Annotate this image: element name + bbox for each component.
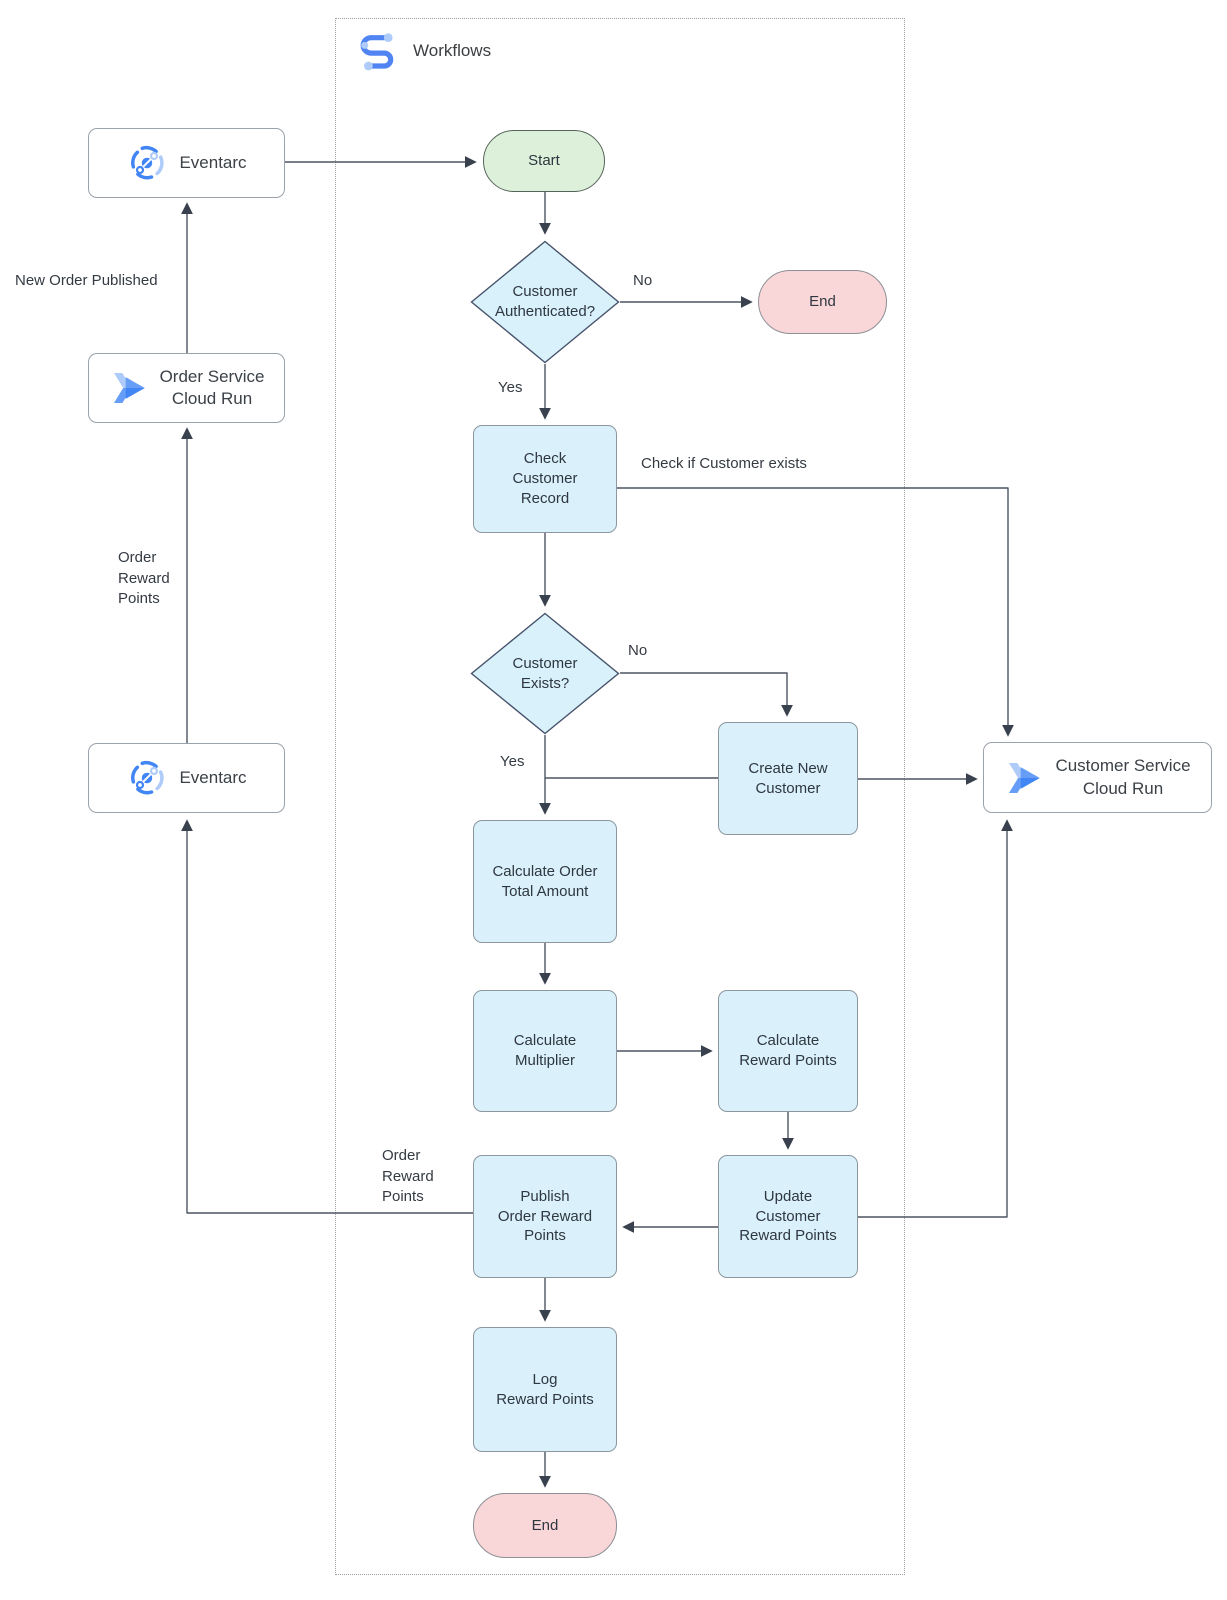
edge-label-exists-no: No	[628, 642, 648, 659]
node-calculate-order-total[interactable]: Calculate Order Total Amount	[473, 820, 617, 943]
node-label: Calculate Order Total Amount	[492, 862, 598, 900]
node-end-top[interactable]: End	[758, 270, 887, 334]
node-label: Customer Authenticated?	[494, 283, 596, 320]
diamond-shape	[470, 240, 620, 364]
workflows-header: Workflows	[353, 26, 491, 76]
node-label: End	[531, 1516, 559, 1534]
node-customer-authenticated[interactable]: Customer Authenticated?	[470, 240, 620, 364]
workflows-icon	[353, 26, 403, 76]
edge-label-order-reward-points-left: Order Reward Points	[118, 549, 170, 608]
workflows-title: Workflows	[413, 41, 492, 60]
node-label: Order Service Cloud Run	[159, 366, 265, 408]
node-label: End	[809, 293, 836, 311]
node-calculate-multiplier[interactable]: Calculate Multiplier	[473, 990, 617, 1112]
node-eventarc-top[interactable]: Eventarc	[88, 128, 285, 198]
edge-label-exists-yes: Yes	[500, 753, 525, 770]
node-label: Check Customer Record	[512, 450, 578, 507]
edge-label-check-if-customer-exists: Check if Customer exists	[641, 455, 807, 472]
node-label: Publish Order Reward Points	[497, 1187, 593, 1245]
node-label: Log Reward Points	[496, 1370, 594, 1408]
edge-label-order-reward-points-mid: Order Reward Points	[382, 1147, 434, 1206]
node-customer-service-cloud-run[interactable]: Customer Service Cloud Run	[983, 742, 1212, 813]
node-label: Calculate Reward Points	[739, 1032, 837, 1069]
node-label: Create New Customer	[748, 759, 828, 797]
node-label: Start	[528, 152, 560, 170]
cloud-run-icon	[1004, 758, 1044, 798]
node-start[interactable]: Start	[483, 130, 605, 192]
node-label: Customer Service Cloud Run	[1055, 756, 1191, 798]
node-label: Customer Exists?	[512, 654, 578, 692]
node-customer-exists[interactable]: Customer Exists?	[470, 612, 620, 735]
node-end-bottom[interactable]: End	[473, 1493, 617, 1558]
node-log-reward-points[interactable]: Log Reward Points	[473, 1327, 617, 1452]
eventarc-icon	[126, 142, 168, 184]
workflows-container	[335, 18, 905, 1575]
node-label: Eventarc	[179, 767, 247, 787]
diamond-shape	[470, 612, 620, 735]
edge-label-new-order-published: New Order Published	[15, 272, 158, 289]
node-label: Update Customer Reward Points	[739, 1187, 837, 1245]
cloud-run-icon	[109, 368, 149, 408]
eventarc-icon	[126, 757, 168, 799]
edge-label-authenticated-no: No	[633, 272, 653, 289]
node-eventarc-bottom[interactable]: Eventarc	[88, 743, 285, 813]
node-create-new-customer[interactable]: Create New Customer	[718, 722, 858, 835]
node-order-service-cloud-run[interactable]: Order Service Cloud Run	[88, 353, 285, 423]
node-label: Calculate Multiplier	[513, 1032, 577, 1069]
node-check-customer-record[interactable]: Check Customer Record	[473, 425, 617, 533]
edge-label-authenticated-yes: Yes	[498, 379, 523, 396]
node-update-customer-reward-points[interactable]: Update Customer Reward Points	[718, 1155, 858, 1278]
node-label: Eventarc	[179, 152, 247, 172]
node-calculate-reward-points[interactable]: Calculate Reward Points	[718, 990, 858, 1112]
node-publish-order-reward-points[interactable]: Publish Order Reward Points	[473, 1155, 617, 1278]
